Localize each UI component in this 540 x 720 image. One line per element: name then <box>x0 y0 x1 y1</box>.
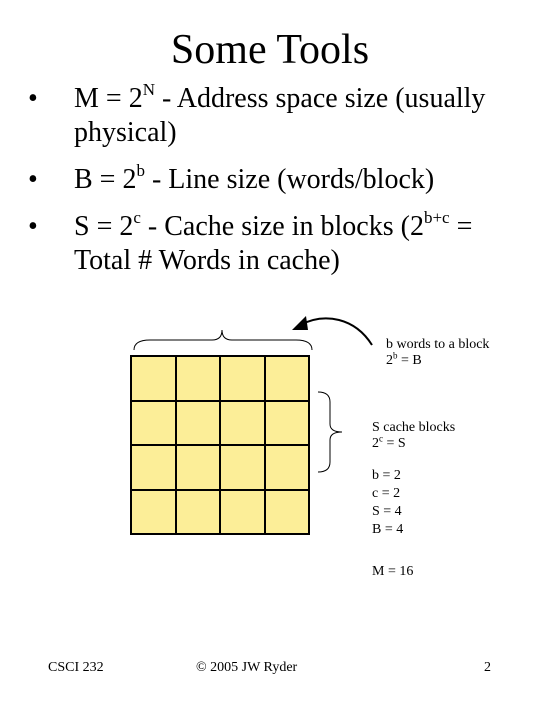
annotation-formula: 2c = S <box>372 433 455 452</box>
block-words-annotation: b words to a block 2b = B <box>386 337 489 369</box>
annotation-text: 2 <box>386 353 393 368</box>
cache-cell <box>175 356 220 401</box>
bullet-text: M = 2 <box>74 83 143 114</box>
exponent: b+c <box>423 207 450 227</box>
cache-cell <box>264 356 309 401</box>
bullet-dot-icon: • <box>28 164 38 195</box>
exponent: c <box>133 207 141 227</box>
footer-course: CSCI 232 <box>48 660 104 675</box>
cache-cell <box>220 356 265 401</box>
cache-cell <box>131 356 176 401</box>
footer-copyright: © 2005 JW Ryder <box>196 660 298 675</box>
slide-title: Some Tools <box>170 27 370 73</box>
exponent: b <box>136 160 145 180</box>
parameter-value: S = 4 <box>372 504 402 519</box>
cache-cell <box>220 445 265 490</box>
bullet-text: = Total # Words in cache) <box>74 211 473 276</box>
cache-cell <box>175 489 220 534</box>
cache-grid <box>130 355 310 535</box>
cache-cell <box>264 445 309 490</box>
cache-cell <box>175 445 220 490</box>
bullet-line-size: • B = 2b - Line size (words/block) <box>28 160 528 197</box>
cache-cell <box>264 400 309 445</box>
bullet-dot-icon: • <box>28 211 38 242</box>
bullet-text: - Line size (words/block) <box>144 164 435 195</box>
right-brace-icon <box>317 391 343 473</box>
top-brace-icon <box>133 329 313 351</box>
bullet-dot-icon: • <box>28 83 38 114</box>
annotation-text: = S <box>383 436 406 451</box>
parameter-value: c = 2 <box>372 486 401 501</box>
annotation-text: = B <box>397 353 422 368</box>
annotation-text: b words to a block <box>386 337 490 352</box>
arrowhead-icon <box>292 316 308 330</box>
parameter-value: B = 4 <box>372 522 404 537</box>
annotation-text: S cache blocks <box>372 420 456 435</box>
parameter-values: b = 2 c = 2 S = 4 B = 4 <box>372 467 403 539</box>
bullet-text: - Cache size in blocks (2 <box>140 211 424 242</box>
exponent: c <box>379 433 383 444</box>
cache-cell <box>131 400 176 445</box>
bullet-text: B = 2 <box>74 164 137 195</box>
bullet-cache-size: • S = 2c - Cache size in blocks (2b+c = T… <box>28 207 528 278</box>
cache-cell <box>220 400 265 445</box>
bullet-text: S = 2 <box>74 211 134 242</box>
cache-cell <box>264 489 309 534</box>
cache-cell <box>175 400 220 445</box>
bullet-list: • M = 2N - Address space size (usually ph… <box>28 79 528 291</box>
footer-page-number: 2 <box>484 660 491 675</box>
exponent: N <box>142 79 155 99</box>
parameter-value: b = 2 <box>372 468 401 483</box>
cache-cell <box>131 489 176 534</box>
annotation-text: 2 <box>372 436 379 451</box>
bullet-address-space: • M = 2N - Address space size (usually ph… <box>28 79 528 150</box>
cache-cell <box>220 489 265 534</box>
memory-size: M = 16 <box>372 564 414 579</box>
exponent: b <box>393 350 398 361</box>
annotation-formula: 2b = B <box>386 350 489 369</box>
curved-arrow-icon <box>299 317 373 346</box>
cache-blocks-annotation: S cache blocks 2c = S <box>372 420 455 452</box>
cache-cell <box>131 445 176 490</box>
bullet-text: - Address space size (usually physical) <box>74 83 486 148</box>
